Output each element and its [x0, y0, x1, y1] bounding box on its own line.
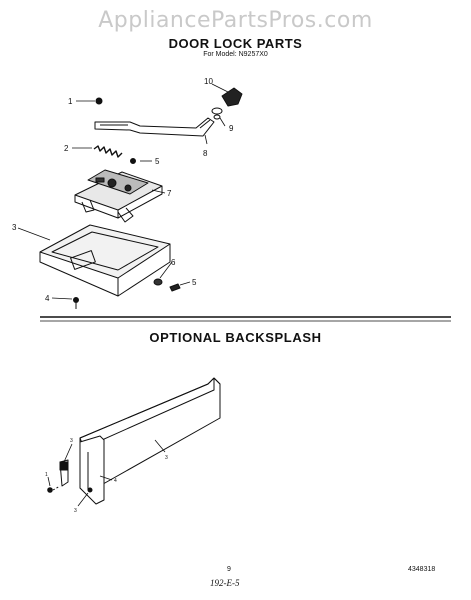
backsplash-screw	[47, 485, 61, 493]
callout-bottom-3-panel: 3	[165, 455, 168, 461]
washer	[153, 278, 163, 286]
callout-2: 2	[64, 144, 69, 153]
callout-leaders-bottom	[47, 439, 166, 507]
callout-4: 4	[45, 294, 50, 303]
callout-6: 6	[171, 258, 176, 267]
lock-assembly	[74, 169, 163, 223]
screw-upper	[130, 158, 136, 164]
callout-5-upper: 5	[155, 157, 160, 166]
callout-bottom-3-upper: 3	[70, 438, 73, 444]
callout-leaders-top	[17, 83, 229, 300]
callout-5-lower: 5	[192, 278, 197, 287]
screw-lower	[169, 283, 181, 292]
lever-nut	[211, 107, 223, 120]
callout-1: 1	[68, 97, 73, 106]
callout-10: 10	[204, 77, 213, 86]
handwritten-note: 192-E-5	[210, 578, 240, 588]
lock-knob	[221, 87, 243, 107]
callout-8: 8	[203, 149, 208, 158]
backsplash-clip	[87, 487, 93, 493]
callout-9: 9	[229, 124, 234, 133]
screw-top	[95, 97, 103, 105]
document-part-number: 4348318	[408, 566, 436, 573]
backsplash-end-cap	[79, 435, 105, 505]
section-divider	[40, 316, 451, 322]
lock-housing-tray	[39, 224, 171, 297]
section-title-door-lock: DOOR LOCK PARTS	[168, 36, 303, 51]
callout-bottom-3-lower: 3	[74, 508, 77, 514]
screw-bottom-left	[73, 297, 79, 309]
section-title-backsplash: OPTIONAL BACKSPLASH	[149, 330, 322, 345]
callout-bottom-1: 1	[45, 472, 48, 478]
lock-lever	[94, 117, 215, 137]
callout-bottom-4: 4	[114, 478, 117, 484]
callout-7: 7	[167, 189, 172, 198]
watermark: AppliancePartsPros.com	[98, 8, 373, 33]
callout-3: 3	[12, 223, 17, 232]
model-subtitle: For Model: N9257X0	[203, 51, 268, 58]
lock-spring	[93, 145, 123, 158]
backsplash-bracket	[59, 459, 69, 487]
page-number: 9	[227, 566, 231, 573]
